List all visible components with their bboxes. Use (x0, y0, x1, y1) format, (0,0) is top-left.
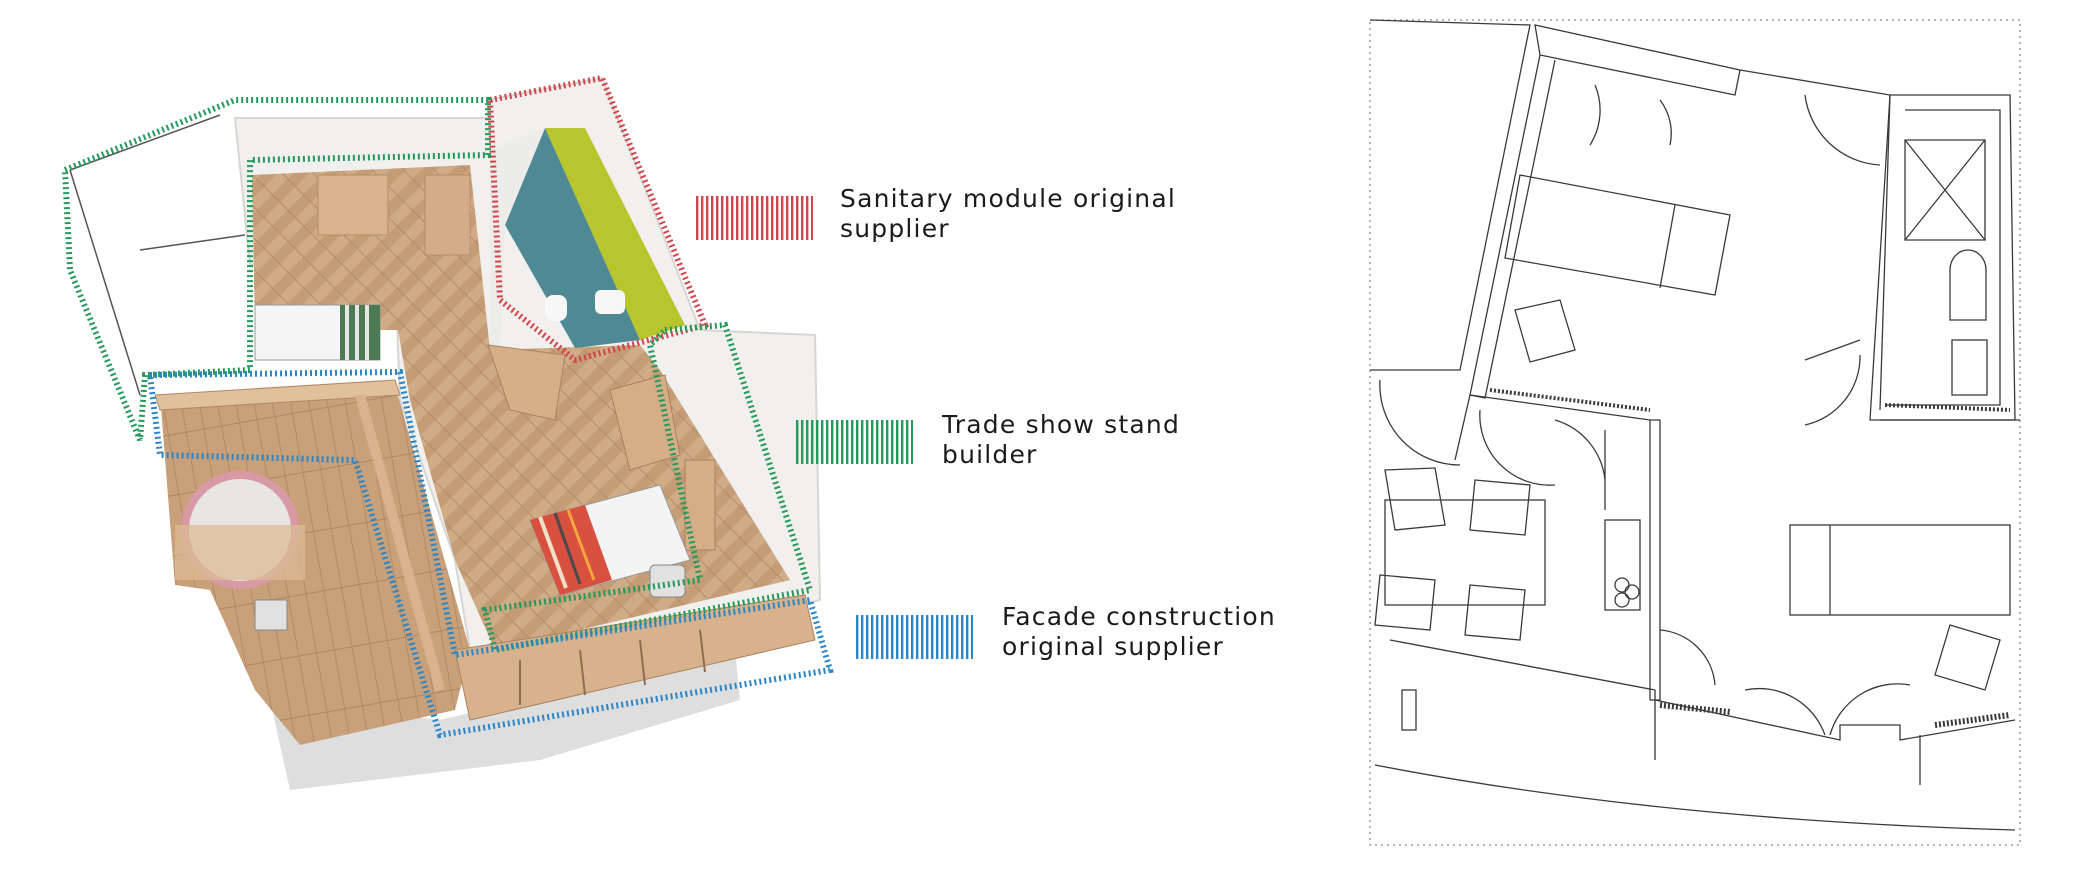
plan-armchair-lower (1934, 624, 2001, 691)
trade-outline-top (61, 97, 491, 442)
shower (1904, 139, 1986, 241)
sanitary-label: Sanitary module original supplier (840, 184, 1177, 243)
bathroom-walls (1869, 94, 2016, 421)
back-door (424, 174, 471, 256)
armchair (649, 564, 686, 598)
door-swing-1 (1589, 84, 1881, 166)
door-swing-3 (1379, 379, 1606, 510)
bathroom-wall (490, 128, 545, 355)
upper-room-walls (1469, 24, 1741, 399)
plan-wardrobe (1604, 519, 1641, 611)
balcony-railing (154, 379, 401, 411)
plan-bed-lower (1789, 524, 2011, 616)
plan-facade (1389, 639, 2016, 785)
cabinet-center (487, 344, 566, 421)
plan-boundary (1369, 19, 2021, 846)
facade-label: Facade construction original supplier (1002, 602, 1276, 661)
bathroom-green-wall (545, 128, 685, 340)
divider-wall (1649, 419, 1661, 701)
plan-bottom-doors (1659, 629, 1911, 736)
trade-swatch (796, 420, 913, 464)
neighbour-block (1369, 19, 1531, 371)
dresser (609, 374, 681, 471)
sanitary-swatch (696, 196, 813, 240)
wardrobe (317, 174, 389, 236)
trade-outline-room (481, 321, 814, 654)
plan-hatching (1489, 388, 2011, 728)
plan-bed-upper (1504, 174, 1731, 296)
wc (1949, 249, 1987, 321)
trade-label: Trade show stand builder (942, 410, 1181, 469)
balcony-chair (254, 599, 288, 631)
facade-edge (454, 594, 816, 721)
frame-outline (69, 114, 246, 396)
sink (1951, 339, 1988, 396)
door-swing-2 (1804, 339, 1861, 426)
bench (175, 525, 305, 580)
facade-outline (146, 368, 834, 739)
plan-step (1401, 689, 1417, 731)
toilet (545, 295, 567, 321)
plan-chairs (1374, 467, 1531, 641)
isometric-room-render (61, 74, 834, 790)
desk (684, 459, 716, 551)
washbasin (595, 290, 625, 314)
plan-dining-table (1384, 499, 1546, 606)
plan-balcony-arc (1374, 764, 2016, 831)
floor-plan-drawing (1369, 19, 2021, 846)
facade-swatch (856, 615, 973, 659)
plan-armchair-upper (1514, 299, 1576, 363)
sanitary-outline (486, 74, 710, 364)
